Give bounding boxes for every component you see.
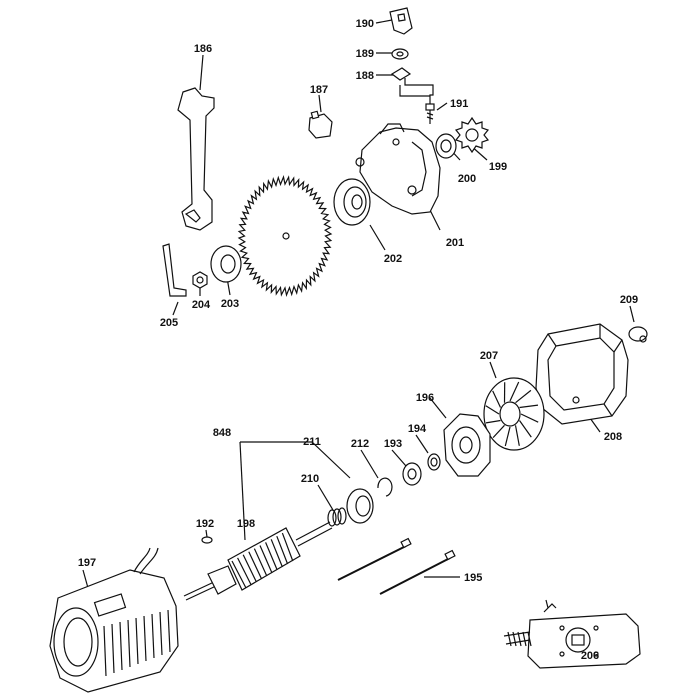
part-190-knob	[389, 7, 413, 35]
part-201-gear-housing	[355, 123, 441, 215]
part-194-ring	[427, 453, 441, 471]
label-198: 198	[237, 518, 255, 530]
part-202-flange	[333, 178, 371, 226]
label-199: 199	[489, 161, 507, 173]
label-201: 201	[446, 237, 464, 249]
part-188-clip	[390, 67, 412, 81]
label-202: 202	[384, 253, 402, 265]
label-210: 210	[301, 473, 319, 485]
part-196-end-shield	[443, 413, 491, 477]
saw-blade	[237, 174, 333, 298]
label-206: 206	[581, 650, 599, 662]
label-187: 187	[310, 84, 328, 96]
part-207-fan	[483, 377, 545, 451]
part-204-nut	[192, 271, 208, 289]
part-209-cap	[628, 326, 648, 343]
leader-lines	[82, 19, 635, 646]
part-187-plug	[308, 110, 333, 139]
part-212-circlip	[377, 477, 393, 497]
label-193: 193	[384, 438, 402, 450]
part-206-switch	[503, 599, 641, 669]
label-207: 207	[480, 350, 498, 362]
label-208: 208	[604, 431, 622, 443]
label-190: 190	[356, 18, 374, 30]
label-186: 186	[194, 43, 212, 55]
label-212: 212	[351, 438, 369, 450]
part-208-housing	[535, 323, 629, 425]
label-848: 848	[213, 427, 231, 439]
label-211: 211	[303, 436, 321, 448]
label-195: 195	[464, 572, 482, 584]
part-191-screw	[425, 103, 435, 124]
label-191: 191	[450, 98, 468, 110]
part-205-hex-key	[162, 243, 187, 297]
part-186-wrench	[177, 87, 215, 231]
part-211-bearing	[346, 488, 374, 524]
part-192-key	[201, 536, 213, 544]
part-203-outer-flange	[210, 245, 242, 283]
label-197: 197	[78, 557, 96, 569]
label-200: 200	[458, 173, 476, 185]
label-194: 194	[408, 423, 427, 435]
label-196: 196	[416, 392, 434, 404]
label-209: 209	[620, 294, 638, 306]
part-195-screws	[337, 537, 456, 595]
label-189: 189	[356, 48, 374, 60]
label-192: 192	[196, 518, 214, 530]
label-205: 205	[160, 317, 178, 329]
part-189-washer	[391, 48, 409, 60]
part-210-spring	[327, 507, 347, 527]
label-203: 203	[221, 298, 239, 310]
part-198-armature	[183, 521, 333, 601]
label-188: 188	[356, 70, 374, 82]
label-204: 204	[192, 299, 211, 311]
part-labels: 186 187 190 189 188 191 199 200 201 202 …	[78, 18, 638, 662]
part-200-bearing	[435, 133, 457, 159]
part-199-star-washer	[454, 116, 490, 154]
part-193-bearing	[402, 462, 422, 486]
part-197-stator	[49, 547, 179, 693]
